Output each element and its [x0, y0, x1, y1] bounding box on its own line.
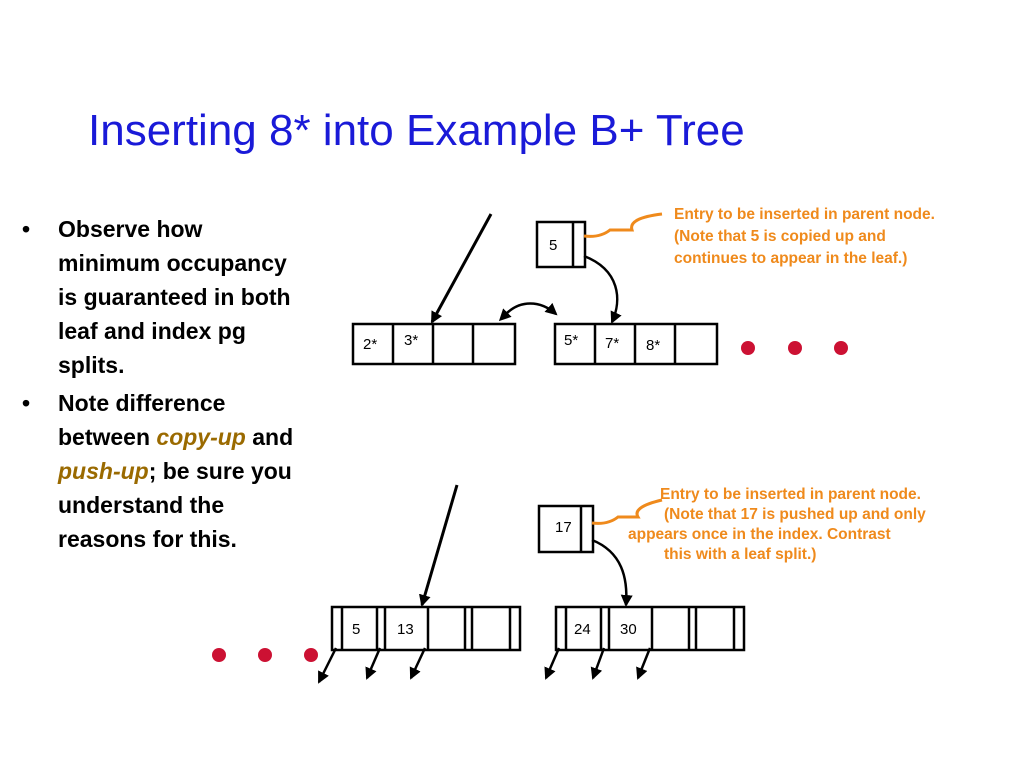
pointer-arrow-to-left-index — [419, 484, 459, 607]
left-index-node: 5 13 — [330, 605, 522, 652]
bullet-text: Observe how minimum occupancy is guarant… — [58, 216, 291, 378]
leaf-note-line-1: Entry to be inserted in parent node. — [674, 206, 935, 223]
index-note-line-1: Entry to be inserted in parent node. — [660, 486, 921, 503]
leaf-split-parent-node: 5 — [535, 220, 587, 269]
index-note-line-4: this with a leaf split.) — [664, 546, 817, 563]
left-index-key-2: 13 — [397, 621, 414, 638]
leaf-note-line-2: (Note that 5 is copied up and — [674, 228, 886, 245]
left-leaf-node: 2* 3* — [351, 322, 517, 366]
bullet-item-difference: • Note difference between copy-up and pu… — [20, 386, 310, 556]
ellipsis-dots-left — [212, 648, 318, 662]
right-leaf-entry-1: 5* — [564, 332, 578, 349]
index-note-line-2: (Note that 17 is pushed up and only — [664, 506, 926, 523]
index-note-line-3: appears once in the index. Contrast — [628, 526, 891, 543]
sibling-link-arrow — [498, 302, 558, 322]
index-split-parent-node: 17 — [537, 504, 595, 554]
bullet-text-and: and — [245, 424, 294, 450]
index-split-note: Entry to be inserted in parent node. (No… — [628, 485, 926, 565]
index-split-parent-key: 17 — [555, 519, 572, 536]
right-leaf-entry-2: 7* — [605, 335, 619, 352]
leaf-note-line-3: continues to appear in the leaf.) — [674, 250, 908, 267]
bullet-text-pre: Note difference between — [58, 390, 226, 450]
bullet-text-post: ; be sure you understand the reasons for… — [58, 458, 292, 552]
leaf-split-parent-key: 5 — [549, 237, 557, 254]
child-pointer-arrows — [317, 647, 652, 684]
leaf-note-connector — [583, 212, 663, 238]
right-index-key-2: 30 — [620, 621, 637, 638]
left-index-key-1: 5 — [352, 621, 360, 638]
bullet-item-occupancy: • Observe how minimum occupancy is guara… — [20, 212, 310, 382]
bullet-dot-icon: • — [22, 390, 31, 416]
index-note-connector — [591, 498, 663, 525]
right-index-key-1: 24 — [574, 621, 591, 638]
left-leaf-entry-2: 3* — [404, 332, 418, 349]
pointer-arrow-to-right-leaf — [583, 254, 622, 324]
pointer-arrow-to-right-index — [591, 538, 633, 607]
right-index-node: 24 30 — [554, 605, 746, 652]
left-leaf-entry-1: 2* — [363, 336, 377, 353]
right-leaf-entry-3: 8* — [646, 337, 660, 354]
bullet-list: • Observe how minimum occupancy is guara… — [20, 212, 310, 560]
pointer-arrow-to-left-leaf — [430, 213, 493, 324]
push-up-term: push-up — [58, 458, 149, 484]
leaf-split-note: Entry to be inserted in parent node. (No… — [674, 204, 935, 270]
slide-title: Inserting 8* into Example B+ Tree — [88, 106, 745, 155]
ellipsis-dots-right — [741, 341, 848, 355]
bullet-dot-icon: • — [22, 216, 31, 242]
right-leaf-node: 5* 7* 8* — [553, 322, 719, 366]
copy-up-term: copy-up — [156, 424, 246, 450]
